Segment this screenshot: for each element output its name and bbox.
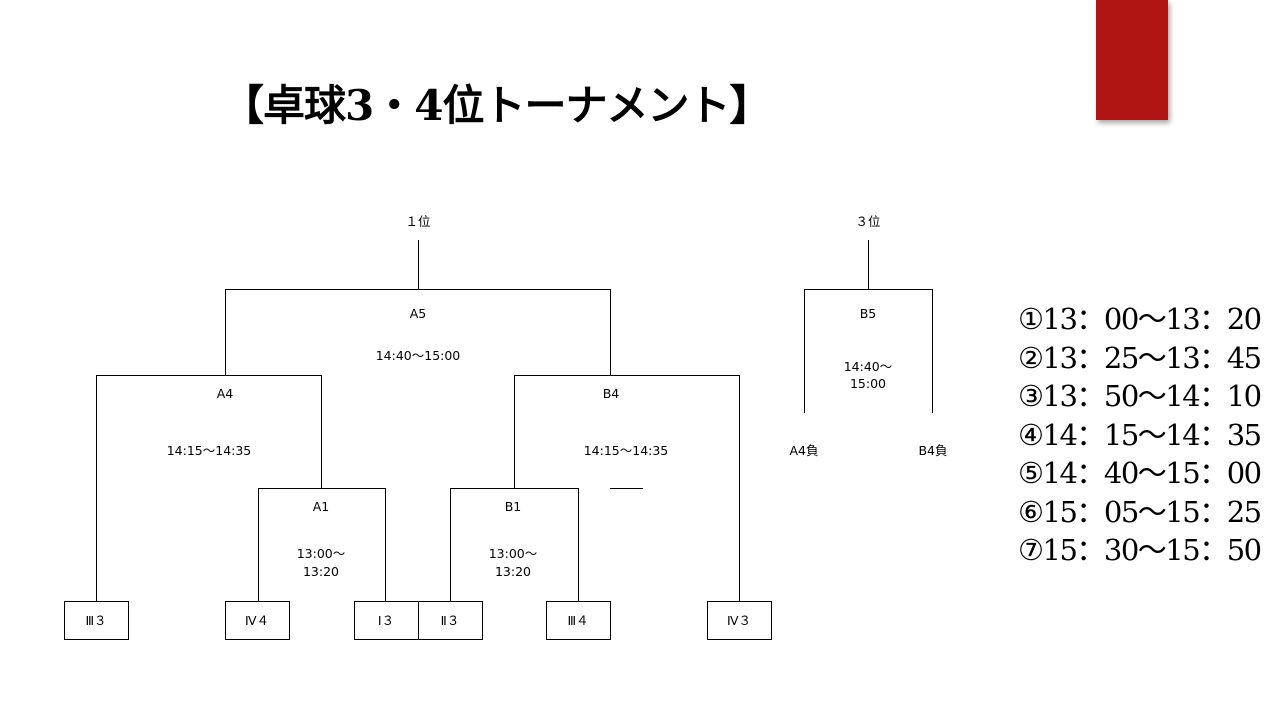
team-label: Ⅲ３ — [85, 613, 106, 628]
team-box-4 — [418, 601, 483, 640]
team-label: Ⅳ４ — [245, 613, 269, 628]
match-b1-label: B1 — [505, 499, 522, 514]
team-label: Ⅳ３ — [727, 613, 751, 628]
match-b5-time-start: 14:40〜 — [844, 359, 893, 374]
schedule-item: ⑦15：30〜15：50 — [1018, 533, 1262, 567]
schedule-item: ③13：50〜14：10 — [1018, 379, 1262, 413]
team-box-5 — [546, 601, 611, 640]
loser-a4-label: A4負 — [789, 443, 818, 458]
bracket-line-a5 — [225, 240, 611, 375]
match-b1-time-start: 13:00〜 — [489, 546, 538, 561]
page-title: 【卓球3・4位トーナメント】 — [222, 81, 771, 130]
match-a4-label: A4 — [217, 386, 234, 401]
match-b1-time-end: 13:20 — [495, 564, 531, 579]
team-box-2 — [225, 601, 290, 640]
match-a1-label: A1 — [313, 499, 330, 514]
team-label: Ⅲ４ — [567, 613, 588, 628]
match-schedule: ①13：00〜13：20 ②13：25〜13：45 ③13：50〜14：10 ④… — [1018, 300, 1262, 570]
first-place-label: １位 — [405, 214, 430, 229]
match-b4-time: 14:15〜14:35 — [584, 443, 669, 458]
schedule-item: ①13：00〜13：20 — [1018, 302, 1262, 336]
bracket-line-a4 — [96, 375, 322, 601]
match-a1-time-start: 13:00〜 — [297, 546, 346, 561]
bracket-line-b1 — [450, 488, 579, 601]
third-place-label: ３位 — [855, 214, 880, 229]
bracket-line-a1 — [258, 488, 386, 601]
match-b5-label: B5 — [860, 306, 877, 321]
accent-bar — [1096, 0, 1168, 120]
team-box-6 — [707, 601, 772, 640]
team-label: Ⅱ３ — [441, 613, 460, 628]
team-label: Ⅰ３ — [378, 613, 394, 628]
team-box-1 — [64, 601, 129, 640]
match-a1-time-end: 13:20 — [303, 564, 339, 579]
match-b4-label: B4 — [603, 386, 620, 401]
match-a5-label: A5 — [410, 306, 427, 321]
match-b5-time-end: 15:00 — [850, 376, 886, 391]
bracket-lines — [64, 240, 933, 640]
schedule-item: ⑥15：05〜15：25 — [1018, 494, 1262, 529]
bracket-line-b4 — [514, 375, 740, 601]
schedule-item: ②13：25〜13：45 — [1018, 340, 1262, 375]
match-a4-time: 14:15〜14:35 — [167, 443, 252, 458]
schedule-item: ④14：15〜14：35 — [1018, 417, 1262, 452]
schedule-item: ⑤14：40〜15：00 — [1018, 456, 1262, 490]
loser-b4-label: B4負 — [918, 443, 947, 458]
match-a5-time: 14:40〜15:00 — [376, 348, 461, 363]
bracket-line-b5 — [804, 240, 933, 413]
